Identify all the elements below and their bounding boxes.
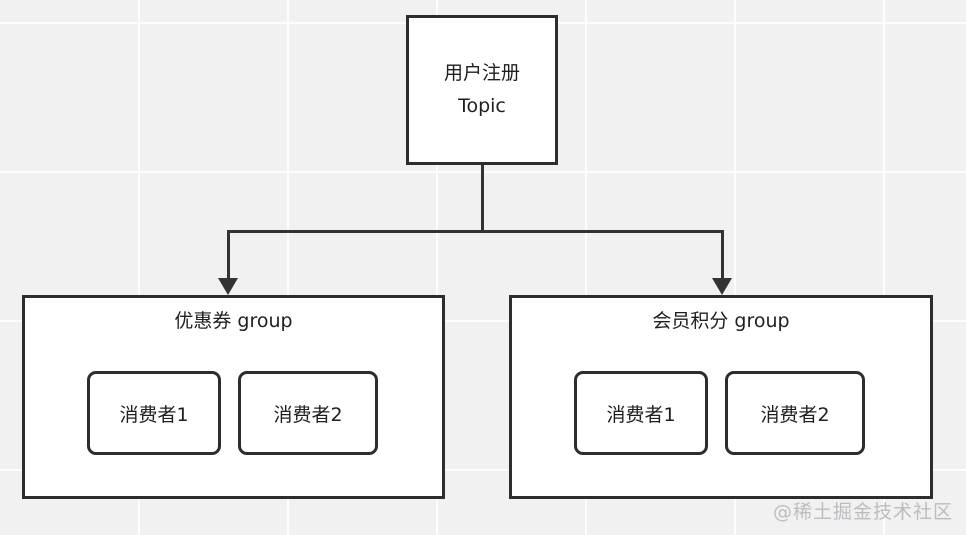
edge-topic-trunk [481, 165, 484, 232]
group-node-coupon: 优惠券 group 消费者1 消费者2 [22, 295, 445, 499]
consumer-node: 消费者1 [574, 371, 708, 455]
topic-label-line2: Topic [458, 95, 506, 117]
consumer-label: 消费者2 [760, 403, 830, 426]
consumer-label: 消费者1 [119, 403, 189, 426]
edge-branch-horizontal [227, 230, 724, 233]
arrow-down-left-icon [218, 278, 238, 295]
topic-label-line1: 用户注册 [443, 61, 520, 84]
arrow-down-right-icon [712, 278, 732, 295]
watermark: @稀土掘金技术社区 [772, 501, 953, 523]
consumer-label: 消费者1 [606, 403, 676, 426]
group-label-member-points: 会员积分 group [652, 310, 790, 332]
edge-drop-right [721, 230, 724, 280]
edge-drop-left [227, 230, 230, 280]
group-label-coupon: 优惠券 group [174, 310, 293, 332]
group-node-member-points: 会员积分 group 消费者1 消费者2 [509, 295, 933, 499]
consumer-node: 消费者2 [725, 371, 865, 455]
consumer-node: 消费者2 [238, 371, 378, 455]
consumer-node: 消费者1 [87, 371, 221, 455]
topic-node: 用户注册 Topic [406, 15, 558, 165]
consumer-label: 消费者2 [273, 403, 343, 426]
